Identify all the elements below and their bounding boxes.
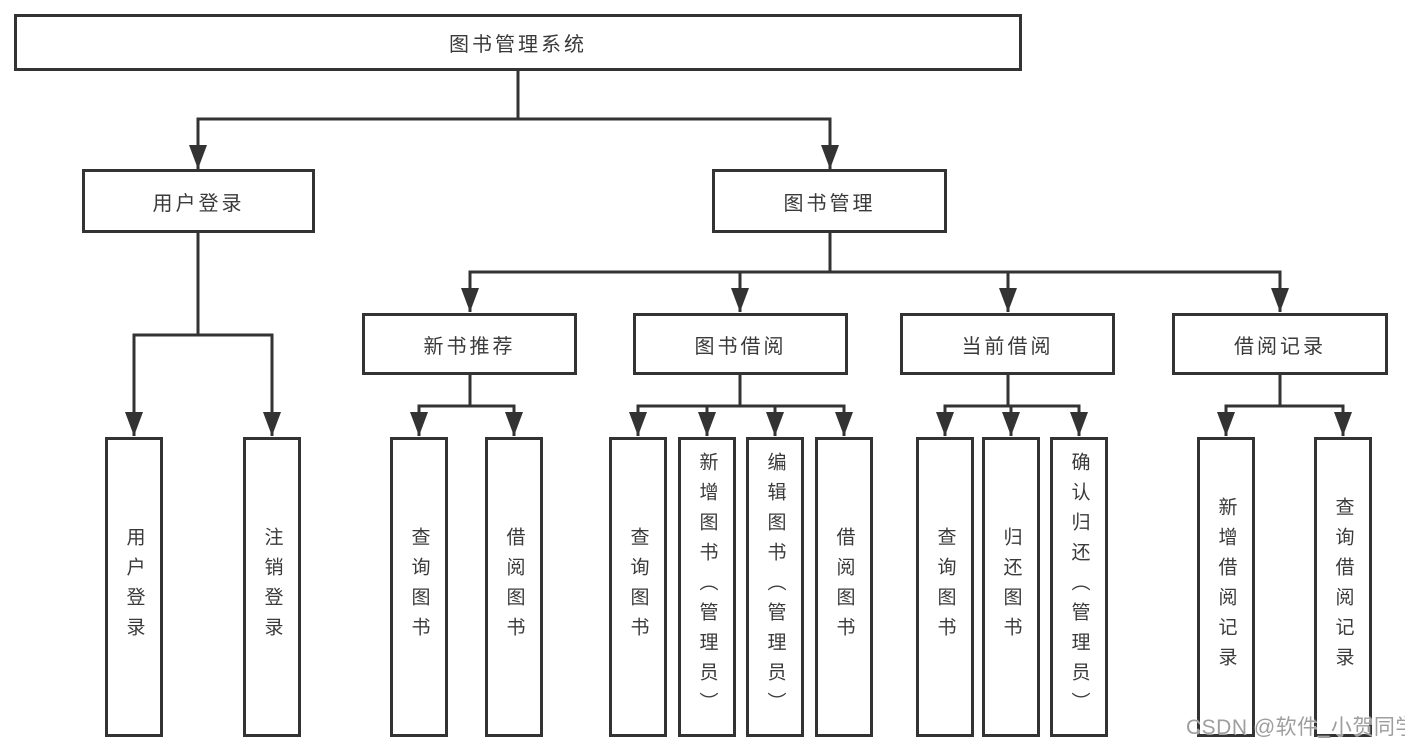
node-new-book-recommend: 新书推荐 — [362, 313, 577, 375]
leaf-query-books-current-label: 查询图书 — [934, 527, 956, 647]
leaf-query-books-recommend-label: 查询图书 — [408, 527, 430, 647]
leaf-user-login-label: 用户登录 — [123, 527, 145, 647]
leaf-logout: 注销登录 — [243, 437, 301, 737]
leaf-edit-book-admin-label: 编辑图书（管理员） — [764, 452, 786, 722]
node-root: 图书管理系统 — [14, 14, 1022, 71]
leaf-borrow-books-borrowing: 借阅图书 — [815, 437, 873, 737]
node-book-borrowing: 图书借阅 — [633, 313, 848, 375]
leaf-query-books-borrowing-label: 查询图书 — [627, 527, 649, 647]
leaf-edit-book-admin: 编辑图书（管理员） — [746, 437, 804, 737]
node-book-borrowing-label: 图书借阅 — [694, 335, 787, 358]
node-user-login: 用户登录 — [82, 169, 315, 233]
leaf-add-book-admin: 新增图书（管理员） — [678, 437, 736, 737]
leaf-borrow-books-borrowing-label: 借阅图书 — [833, 527, 855, 647]
node-current-borrowing-label: 当前借阅 — [961, 335, 1054, 358]
connector-arrows — [125, 119, 1352, 436]
node-root-label: 图书管理系统 — [449, 34, 587, 56]
leaf-query-books-recommend: 查询图书 — [390, 437, 448, 737]
node-new-book-recommend-label: 新书推荐 — [423, 335, 516, 358]
node-borrowing-records-label: 借阅记录 — [1234, 335, 1326, 358]
leaf-confirm-return-admin: 确认归还（管理员） — [1050, 437, 1108, 737]
connector-trunks — [132, 70, 1345, 408]
leaf-borrow-books-recommend: 借阅图书 — [485, 437, 543, 737]
leaf-confirm-return-admin-label: 确认归还（管理员） — [1068, 452, 1090, 722]
leaf-return-books-label: 归还图书 — [1000, 527, 1022, 647]
watermark: CSDN @软件_小贺同学 — [1186, 716, 1405, 739]
leaf-query-borrow-record: 查询借阅记录 — [1314, 437, 1372, 737]
leaf-add-book-admin-label: 新增图书（管理员） — [696, 452, 718, 722]
leaf-query-borrow-record-label: 查询借阅记录 — [1332, 497, 1354, 677]
node-book-management-label: 图书管理 — [783, 192, 876, 215]
node-book-management: 图书管理 — [712, 169, 947, 233]
node-borrowing-records: 借阅记录 — [1172, 313, 1388, 375]
leaf-return-books: 归还图书 — [982, 437, 1040, 737]
leaf-logout-label: 注销登录 — [261, 527, 283, 647]
leaf-query-books-current: 查询图书 — [916, 437, 974, 737]
leaf-add-borrow-record: 新增借阅记录 — [1197, 437, 1255, 737]
leaf-borrow-books-recommend-label: 借阅图书 — [503, 527, 525, 647]
node-user-login-label: 用户登录 — [152, 192, 245, 215]
leaf-add-borrow-record-label: 新增借阅记录 — [1215, 497, 1237, 677]
leaf-user-login: 用户登录 — [105, 437, 163, 737]
node-current-borrowing: 当前借阅 — [900, 313, 1115, 375]
leaf-query-books-borrowing: 查询图书 — [609, 437, 667, 737]
